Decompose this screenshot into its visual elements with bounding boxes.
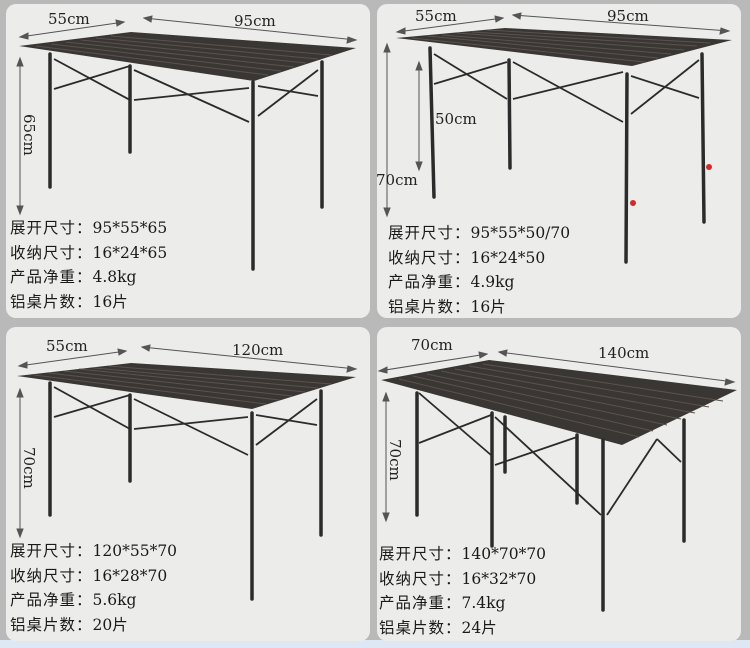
spec-label: 产品净重：: [379, 594, 462, 612]
spec-row-unfolded-size: 展开尺寸：140*70*70: [379, 542, 546, 567]
spec-label: 展开尺寸：: [379, 545, 462, 563]
length-dimension-label: 120cm: [232, 341, 284, 359]
folding-table-illustration: [16, 344, 358, 601]
bottom-strip: [0, 640, 750, 648]
spec-row-folded-size: 收纳尺寸：16*24*50: [388, 246, 570, 271]
spec-row-unfolded-size: 展开尺寸：95*55*65: [10, 216, 167, 241]
spec-row-folded-size: 收纳尺寸：16*24*65: [10, 241, 167, 266]
spec-row-net-weight: 产品净重：5.6kg: [10, 588, 177, 613]
length-dimension-label: 140cm: [598, 344, 650, 362]
spec-list: 展开尺寸：95*55*65 收纳尺寸：16*24*65 产品净重：4.8kg 铝…: [10, 216, 167, 314]
height-dimension-label: 65cm: [20, 114, 38, 156]
spec-value: 16片: [470, 297, 506, 316]
height-dimension-label: 70cm: [20, 447, 38, 489]
spec-list: 展开尺寸：95*55*50/70 收纳尺寸：16*24*50 产品净重：4.9k…: [388, 221, 570, 318]
spec-value: 7.4kg: [461, 594, 506, 612]
width-dimension-label: 55cm: [415, 7, 457, 25]
spec-row-unfolded-size: 展开尺寸：95*55*50/70: [388, 221, 570, 246]
product-panel-120x55x70: 55cm 120cm 70cm 展开尺寸：120*55*70 收纳尺寸：16*2…: [6, 327, 370, 641]
spec-value: 16*24*65: [92, 243, 168, 262]
spec-value: 20片: [92, 615, 128, 634]
length-dimension-label: 95cm: [234, 12, 276, 30]
spec-row-slat-count: 铝桌片数：20片: [10, 613, 177, 638]
spec-label: 展开尺寸：: [388, 224, 471, 242]
width-dimension-label: 70cm: [411, 336, 453, 354]
spec-label: 收纳尺寸：: [10, 243, 93, 262]
spec-value: 24片: [461, 618, 497, 637]
spec-value: 16*24*50: [470, 248, 546, 267]
spec-value: 16*32*70: [461, 569, 537, 588]
product-panel-95x55x50-70: 55cm 95cm 50cm 70cm 展开尺寸：95*55*50/70 收纳尺…: [377, 4, 741, 318]
spec-row-net-weight: 产品净重：4.8kg: [10, 265, 167, 290]
folding-table-illustration: [377, 349, 737, 612]
spec-label: 收纳尺寸：: [388, 248, 471, 267]
spec-row-net-weight: 产品净重：7.4kg: [379, 591, 546, 616]
spec-label: 展开尺寸：: [10, 219, 93, 237]
height-dimension-label: 70cm: [386, 439, 404, 481]
spec-label: 产品净重：: [10, 591, 93, 609]
spec-list: 展开尺寸：140*70*70 收纳尺寸：16*32*70 产品净重：7.4kg …: [379, 542, 546, 640]
spec-row-slat-count: 铝桌片数：16片: [388, 295, 570, 319]
spec-label: 展开尺寸：: [10, 542, 93, 560]
spec-label: 产品净重：: [10, 268, 93, 286]
spec-row-net-weight: 产品净重：4.9kg: [388, 270, 570, 295]
spec-label: 产品净重：: [388, 273, 471, 291]
spec-list: 展开尺寸：120*55*70 收纳尺寸：16*28*70 产品净重：5.6kg …: [10, 539, 177, 637]
spec-value: 95*55*50/70: [470, 224, 571, 242]
product-panel-95x55x65: 55cm 95cm 65cm 展开尺寸：95*55*65 收纳尺寸：16*24*…: [6, 4, 370, 318]
spec-value: 4.8kg: [92, 268, 137, 286]
folding-table-illustration: [16, 15, 358, 271]
high-height-dimension-label: 70cm: [377, 171, 418, 189]
length-dimension-label: 95cm: [607, 7, 649, 25]
spec-label: 铝桌片数：: [379, 618, 462, 637]
spec-label: 铝桌片数：: [10, 292, 93, 311]
spec-value: 16*28*70: [92, 566, 168, 585]
width-dimension-label: 55cm: [46, 337, 88, 355]
spec-value: 4.9kg: [470, 273, 515, 291]
spec-row-folded-size: 收纳尺寸：16*28*70: [10, 564, 177, 589]
spec-value: 5.6kg: [92, 591, 137, 609]
spec-row-slat-count: 铝桌片数：16片: [10, 290, 167, 315]
spec-row-slat-count: 铝桌片数：24片: [379, 616, 546, 641]
spec-label: 铝桌片数：: [388, 297, 471, 316]
spec-label: 铝桌片数：: [10, 615, 93, 634]
width-dimension-label: 55cm: [48, 10, 90, 28]
product-panel-140x70x70: 70cm 140cm 70cm 展开尺寸：140*70*70 收纳尺寸：16*3…: [377, 327, 741, 641]
spec-value: 140*70*70: [461, 545, 547, 563]
spec-value: 95*55*65: [92, 219, 168, 237]
low-height-dimension-label: 50cm: [435, 110, 477, 128]
adjustable-table-illustration: [383, 12, 732, 264]
spec-value: 16片: [92, 292, 128, 311]
spec-label: 收纳尺寸：: [379, 569, 462, 588]
spec-row-unfolded-size: 展开尺寸：120*55*70: [10, 539, 177, 564]
spec-label: 收纳尺寸：: [10, 566, 93, 585]
spec-value: 120*55*70: [92, 542, 178, 560]
spec-row-folded-size: 收纳尺寸：16*32*70: [379, 567, 546, 592]
